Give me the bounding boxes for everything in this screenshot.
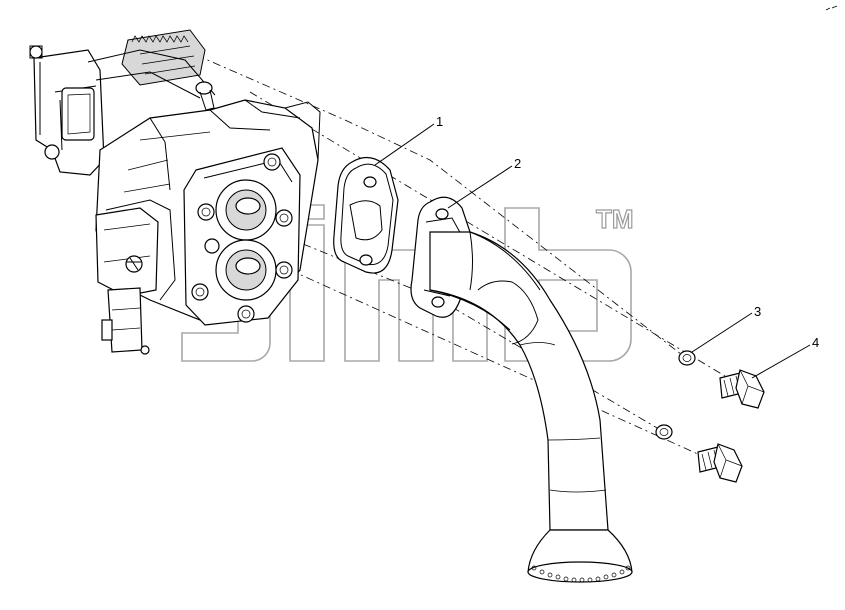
callout-1: 1 (374, 114, 443, 166)
callout-4: 4 (751, 335, 819, 379)
oil-pump-housing (29, 29, 321, 355)
washer (655, 424, 673, 440)
callout-3-label: 3 (754, 304, 761, 319)
callout-4-label: 4 (812, 335, 819, 350)
callout-2-label: 2 (514, 156, 521, 171)
corner-mark (825, 5, 838, 11)
callout-1-label: 1 (436, 114, 443, 129)
watermark-trademark: TM (596, 204, 634, 234)
callout-3: 3 (691, 304, 761, 353)
washer (678, 350, 696, 366)
callout-2: 2 (447, 156, 521, 209)
bolt (697, 443, 743, 483)
bolt (719, 369, 765, 409)
suction-pipe (410, 196, 633, 583)
gasket (333, 156, 399, 274)
